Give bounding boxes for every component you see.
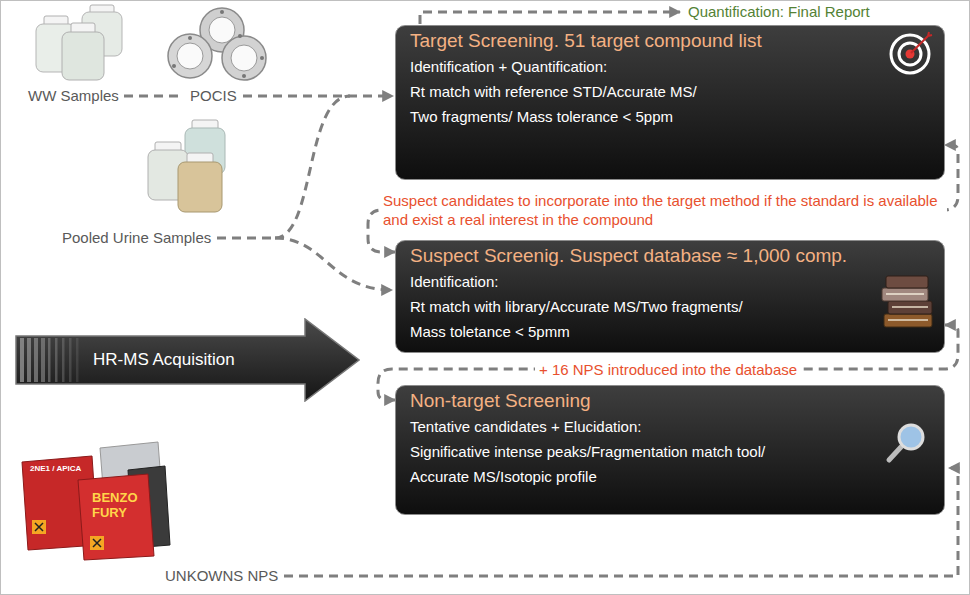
sample-flow-lines — [217, 237, 275, 240]
target-icon — [911, 36, 928, 53]
books-icon — [884, 314, 932, 327]
result-note: Quantification: Final Report — [688, 4, 870, 20]
magnifier-icon — [889, 447, 901, 460]
packet-text: 2NE1 / APICA — [30, 464, 81, 474]
urine-bottles — [148, 120, 225, 212]
books-icon — [886, 293, 924, 295]
pocis-discs — [188, 36, 192, 40]
magnifier-icon — [899, 425, 923, 449]
pocis-discs — [220, 10, 224, 14]
arrow-stripe — [27, 338, 31, 382]
packet-text: BENZO FURY — [92, 490, 147, 520]
arrow-stripe — [41, 338, 45, 382]
pocis-discs — [172, 64, 176, 68]
arrow-label: HR-MS Acquisition — [93, 350, 235, 370]
pocis-discs — [231, 45, 257, 71]
sample-flow-lines — [124, 95, 184, 98]
pocis-discs — [168, 34, 212, 78]
target-icon — [891, 35, 929, 73]
sample-flow-lines — [124, 12, 958, 576]
pocis-discs — [222, 36, 266, 80]
arrow-stripe — [55, 338, 58, 382]
sample-caption: POCIS — [190, 87, 237, 105]
sample-caption: Pooled Urine Samples — [62, 229, 211, 247]
box-heading: Non-target Screening — [410, 388, 930, 414]
nps-packets — [93, 539, 101, 547]
magnifier-icon — [889, 425, 923, 460]
urine-bottles — [178, 162, 222, 212]
acquisition-arrow: HR-MS Acquisition — [15, 318, 360, 402]
books-icon — [886, 276, 928, 288]
nps-packets — [78, 474, 154, 560]
sample-flow-lines — [420, 12, 680, 24]
ww-bottles — [36, 5, 122, 80]
target-icon — [891, 32, 932, 73]
books-icon — [888, 319, 928, 321]
box-detail: Significative intense peaks/Fragmentatio… — [410, 439, 790, 489]
pocis-discs — [168, 8, 266, 80]
box-subheading: Identification + Quantification: — [410, 54, 930, 79]
sample-caption: UNKOWNS NPS — [165, 567, 278, 585]
arrow-stripe — [34, 338, 38, 382]
connector-label: Suspect candidates to incorporate into t… — [379, 191, 947, 229]
box-subheading: Identification: — [410, 269, 930, 294]
arrow-body — [16, 319, 359, 401]
books-icon — [888, 301, 932, 314]
arrow-stripe — [76, 338, 79, 382]
nps-packets — [22, 442, 170, 560]
arrow-stripe — [62, 338, 65, 382]
books-icon — [882, 276, 932, 327]
target-icon — [928, 32, 932, 36]
screening-box: Non-target ScreeningTentative candidates… — [395, 385, 945, 515]
box-heading: Target Screening. 51 target compound lis… — [410, 28, 930, 54]
books-icon — [882, 288, 928, 301]
pocis-discs — [238, 34, 242, 38]
screening-box: Target Screening. 51 target compound lis… — [395, 25, 945, 180]
pocis-discs — [177, 43, 203, 69]
arrow-stripe — [48, 338, 51, 382]
pocis-discs — [260, 56, 264, 60]
nps-packets — [90, 536, 104, 550]
sample-flow-lines — [275, 96, 350, 238]
nps-packets — [35, 523, 43, 531]
nps-packets — [32, 520, 46, 534]
box-heading: Suspect Screenig. Suspect database ≈ 1,0… — [410, 243, 930, 269]
pocis-discs — [209, 17, 235, 43]
arrow-stripe — [69, 338, 72, 382]
sample-caption: WW Samples — [28, 87, 119, 105]
pocis-discs — [242, 74, 246, 78]
ww-bottles — [62, 32, 104, 80]
screening-box: Suspect Screenig. Suspect database ≈ 1,0… — [395, 240, 945, 353]
box-detail: Rt match with reference STD/Accurate MS/… — [410, 79, 708, 129]
box-detail: Rt match with library/Accurate MS/Two fr… — [410, 294, 762, 344]
box-subheading: Tentative candidates + Elucidation: — [410, 414, 930, 439]
arrow-stripe — [20, 338, 24, 382]
books-icon — [892, 306, 928, 308]
connector-label: + 16 NPS introduced into the database — [535, 360, 801, 379]
sample-flow-lines — [275, 238, 392, 290]
sample-flow-lines — [243, 95, 393, 98]
